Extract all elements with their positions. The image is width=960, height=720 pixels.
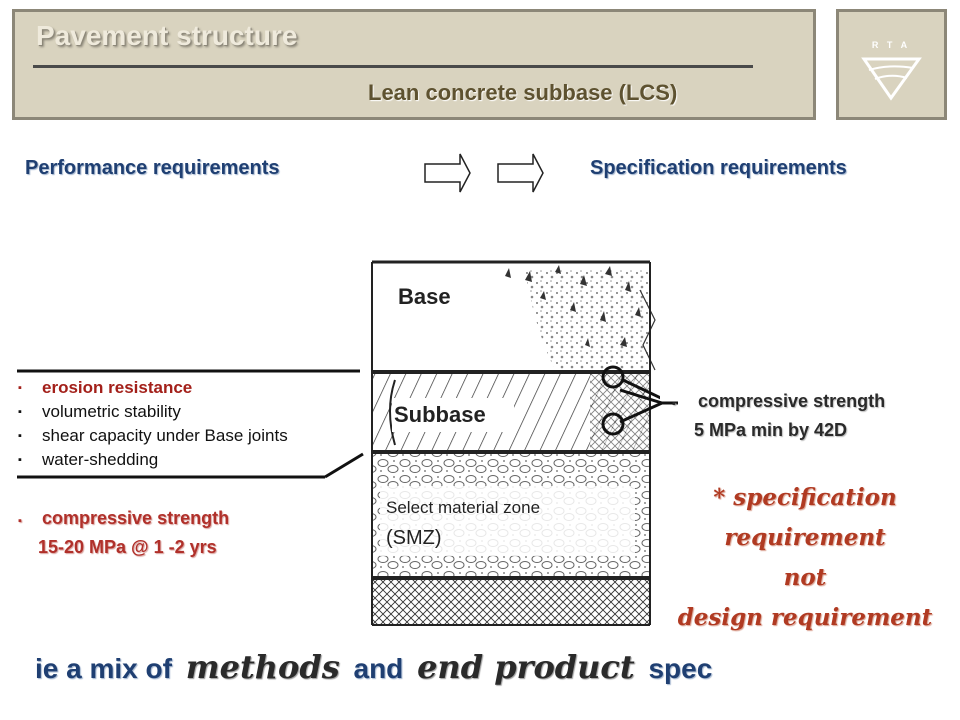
joint-connector (619, 388, 678, 424)
list-item: ▪erosion resistance (18, 378, 193, 397)
specification-requirements-heading: Specification requirements (590, 157, 847, 179)
performance-requirements-heading: Performance requirements (25, 157, 280, 179)
rta-logo: R T A (836, 9, 947, 120)
performance-bracket (17, 369, 364, 479)
rta-logo-icon: R T A (861, 40, 922, 101)
header-panel (12, 9, 816, 120)
list-item: ▪volumetric stability (18, 402, 181, 422)
spec-compressive-strength: ▪compressive strength 5 MPa min by 42D (672, 391, 886, 440)
smz-layer-label-line1: Select material zone (386, 498, 541, 517)
title-underline (33, 65, 753, 68)
arrow-right-icon (497, 153, 544, 193)
page-subtitle: Lean concrete subbase (LCS) (368, 80, 678, 105)
summary-line: ie a mix of methods and end product spec (35, 648, 713, 686)
list-item: ▪shear capacity under Base joints (18, 426, 288, 446)
logo-text: R T A (872, 40, 910, 50)
list-item: ▪water-shedding (18, 450, 159, 470)
page-title: Pavement structure (36, 20, 298, 51)
subbase-layer-label: Subbase (392, 398, 514, 432)
base-label-mask (378, 325, 528, 370)
smz-label-mask (380, 486, 635, 556)
base-layer-label: Base (378, 278, 506, 316)
arrow-right-icon (424, 153, 471, 193)
arrow-icons (424, 153, 544, 193)
specification-note: * specification requirement not design r… (677, 484, 933, 631)
design-compressive-strength: ▪compressive strength 15-20 MPa @ 1 -2 y… (18, 508, 230, 557)
smz-layer-label-line2: (SMZ) (386, 527, 442, 549)
performance-list: ▪erosion resistance ▪volumetric stabilit… (18, 376, 288, 472)
